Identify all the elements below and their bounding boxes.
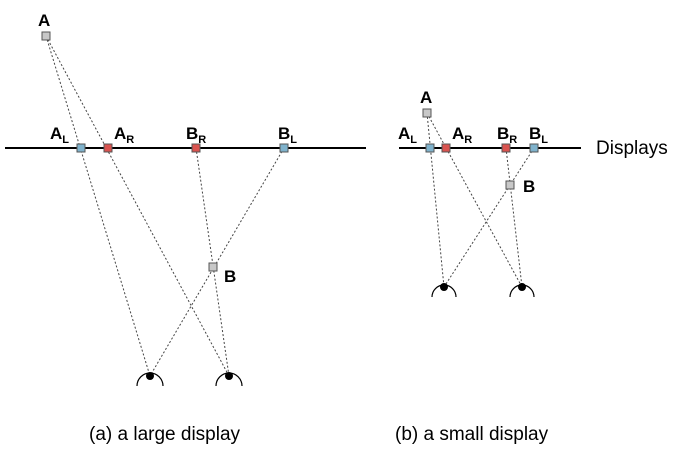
label-a: A [38,11,50,30]
point-br-marker [191,143,201,153]
label-br: BR [497,124,517,146]
point-b-marker [208,262,218,272]
ray-b-right-eye [505,147,523,288]
ray-a-left-eye [426,112,445,288]
ray-b-left-eye [149,147,285,377]
panel-large-display: A AL AR BR BL B (a) a large display [5,11,366,445]
displays-label: Displays [596,138,668,159]
label-bl: BL [529,124,548,146]
label-b: B [523,177,535,196]
label-al: AL [398,124,417,146]
point-ar-marker [103,143,113,153]
left-eye-pupil [146,372,154,380]
ray-b-right-eye [195,147,230,377]
label-ar: AR [114,124,134,146]
left-eye-pupil [440,283,448,291]
ray-b-left-eye [443,147,535,288]
point-bl-marker [529,143,539,153]
caption-large-display: (a) a large display [89,424,241,445]
ray-a-right-eye [426,112,523,288]
point-a-marker [41,31,51,41]
point-bl-marker [279,143,289,153]
caption-small-display: (b) a small display [395,424,549,445]
label-bl: BL [278,124,297,146]
right-eye-pupil [518,283,526,291]
label-br: BR [186,124,206,146]
label-ar: AR [452,124,472,146]
right-eye-pupil [225,372,233,380]
point-br-marker [501,143,511,153]
point-al-marker [76,143,86,153]
label-b: B [224,267,236,286]
point-b-marker [505,180,515,190]
point-ar-marker [441,143,451,153]
point-al-marker [425,143,435,153]
ray-a-right-eye [45,35,230,377]
label-al: AL [50,124,69,146]
point-a-marker [422,108,432,118]
label-a: A [420,88,432,107]
panel-small-display: A AL AR BR BL B Displays (b) a small dis… [395,88,668,445]
ray-a-left-eye [45,35,151,377]
